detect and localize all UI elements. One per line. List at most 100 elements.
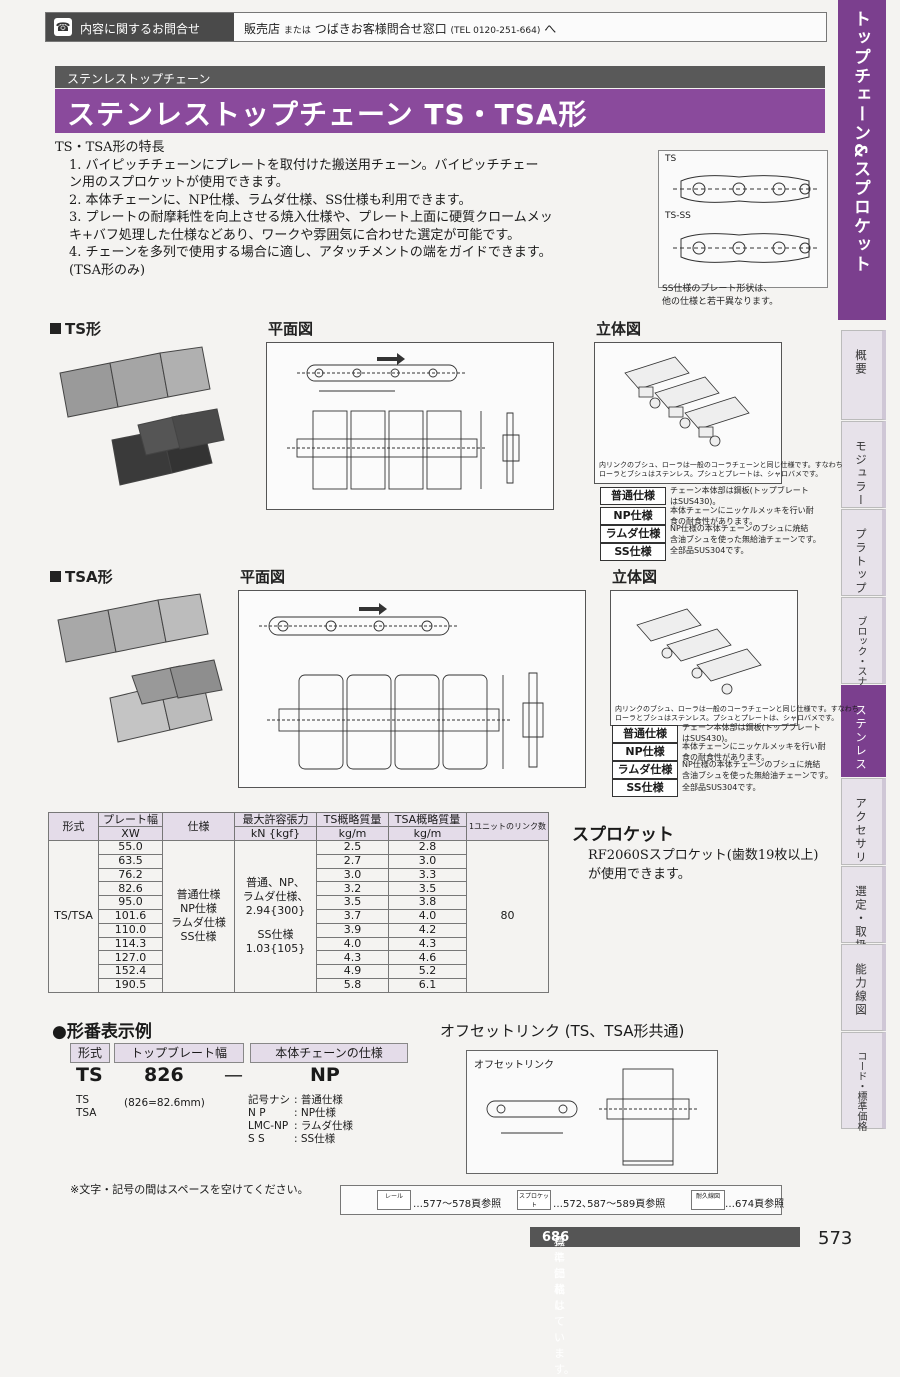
side-tab-platop[interactable]: プラトップ	[841, 509, 886, 596]
td-tsa: 4.0	[388, 908, 467, 924]
designation-val-model: TS	[76, 1064, 103, 1086]
side-tab-label: プラトップ	[854, 528, 868, 596]
td-width: 190.5	[98, 977, 163, 993]
contact-info: 販売店 または つばきお客様問合せ窓口 (TEL 0120-251-664) へ	[244, 20, 556, 37]
ts-spec-lambda: ラムダ仕様	[600, 525, 666, 543]
ref-sprocket[interactable]: …572､587～589頁参照	[553, 1199, 666, 1210]
td-ts: 3.0	[316, 867, 389, 883]
durability-chart-icon: 耐久線図	[691, 1190, 725, 1210]
tsa-product-image	[57, 593, 223, 743]
chain-opt-code: S S	[248, 1133, 265, 1145]
feature-line: 3. プレートの耐摩耗性を向上させる焼入仕様や、プレート上面に硬質クロームメッ	[69, 210, 553, 225]
tsa-iso-caption-line: ローラとブシュはステンレス。プシュとプレートは、シャロバメです。	[615, 714, 839, 722]
side-tab-label: コード・標準価格	[855, 1051, 866, 1131]
ref-icon-label: 耐久線図	[695, 1193, 720, 1200]
td-tsa: 6.1	[388, 977, 467, 993]
spec-desc-line: 本体チェーンにニッケルメッキを行い耐	[682, 742, 826, 751]
price-page-link[interactable]: 686	[542, 1230, 570, 1245]
td-width: 114.3	[98, 936, 163, 952]
td-tsa: 2.8	[388, 840, 467, 855]
designation-model-options: TS TSA	[76, 1094, 96, 1120]
load-line: ラムダ仕様、	[242, 890, 309, 904]
spec-line: NP仕様	[180, 902, 217, 916]
td-width: 152.4	[98, 964, 163, 979]
ref-rail[interactable]: …577～578頁参照	[413, 1199, 502, 1210]
ts-spec-np-desc: 本体チェーンにニッケルメッキを行い耐食の耐食性があります。	[670, 505, 814, 527]
td-ts: 2.7	[316, 853, 389, 869]
td-ts: 3.7	[316, 908, 389, 924]
feature-line: キ+バフ処理した仕様などあり、ワークや雰囲気に合わせた選定が可能です。	[69, 227, 521, 243]
td-tsa: 4.2	[388, 922, 467, 938]
ts-iso-label: 立体図	[596, 320, 642, 338]
tsa-spec-lambda-desc: NP仕様の本体チェーンのブシュに焼結含油ブシュを使った無給油チェーンです。	[682, 759, 833, 781]
td-width: 127.0	[98, 950, 163, 966]
th-width: プレート幅	[98, 812, 163, 827]
tsa-heading: TSA形	[50, 566, 113, 587]
td-ts: 2.5	[316, 840, 389, 855]
chain-opt-desc: : ラムダ仕様	[294, 1120, 354, 1132]
th-tsa-mass-unit: kg/m	[388, 826, 467, 841]
td-width: 95.0	[98, 895, 163, 910]
contact-window: つばきお客様問合せ窓口	[314, 22, 447, 36]
side-tab-selection[interactable]: 選定・取扱	[841, 866, 886, 953]
side-tab-capacity[interactable]: 能力線図	[841, 944, 886, 1031]
phone-icon: ☎	[54, 18, 72, 36]
spec-line: 普通仕様	[176, 888, 221, 902]
tsa-plan-label: 平面図	[240, 568, 286, 586]
plate-label-ts: TS	[665, 154, 677, 164]
td-width: 82.6	[98, 881, 163, 897]
sprocket-icon: スプロケット	[517, 1190, 551, 1210]
td-tsa: 3.0	[388, 853, 467, 869]
td-width: 76.2	[98, 867, 163, 883]
spec-desc-line: チェーン本体部は鋼板(トップブレート	[682, 723, 821, 732]
chain-opt-desc: : 普通仕様	[294, 1094, 343, 1106]
feature-line: (TSA形のみ)	[69, 262, 146, 278]
spec-desc-line: はSUS430)。	[682, 734, 733, 743]
spec-desc-line: 食の耐食性があります。	[682, 753, 770, 762]
spec-desc-line: 全部品SUS304です。	[670, 546, 749, 555]
side-tab-modular[interactable]: モジュラー	[841, 421, 886, 508]
side-tab-accessory[interactable]: アクセサリ	[841, 778, 886, 865]
ts-iso-caption: 内リンクのブシュ、ローラは一般のコーラチェーンと同じ仕様です。すなわち ローラと…	[599, 461, 843, 479]
chain-opt-code: N P	[248, 1107, 266, 1119]
model-option: TS	[76, 1094, 90, 1106]
td-width: 63.5	[98, 853, 163, 869]
section-subtitle: ステンレストップチェーン	[55, 66, 825, 88]
ref-durability[interactable]: …674頁参照	[725, 1199, 785, 1210]
designation-tag-chain: 本体チェーンの仕様	[250, 1043, 408, 1063]
ts-plan-drawing	[266, 342, 554, 510]
side-tab-label: 能力線図	[854, 963, 868, 1017]
contact-tel[interactable]: (TEL 0120-251-664)	[450, 26, 541, 36]
ts-spec-ss-desc: 全部品SUS304です。	[670, 545, 748, 556]
side-tab-main[interactable]: トップチェーン&スプロケット	[838, 0, 886, 320]
side-tab-code-price[interactable]: コード・標準価格	[841, 1032, 886, 1131]
designation-val-chain: NP	[310, 1064, 340, 1086]
th-spec: 仕様	[162, 812, 235, 841]
ts-iso-drawing: 内リンクのブシュ、ローラは一般のコーラチェーンと同じ仕様です。すなわち ローラと…	[594, 342, 843, 484]
ts-spec-lambda-desc: NP仕様の本体チェーンのブシュに焼結含油ブシュを使った無給油チェーンです。	[670, 523, 821, 545]
load-line: 2.94{300}	[245, 904, 306, 918]
side-tab-stainless[interactable]: ステンレス	[841, 685, 886, 777]
side-tab-label: 選定・取扱	[854, 885, 868, 953]
ts-spec-standard: 普通仕様	[600, 487, 666, 505]
td-model: TS/TSA	[48, 840, 99, 993]
spec-line: ラムダ仕様	[171, 916, 226, 930]
side-tab-overview[interactable]: 概要	[841, 330, 886, 420]
ref-icon-label: レール	[384, 1193, 403, 1200]
spec-desc-line: NP仕様の本体チェーンのブシュに焼結	[682, 760, 821, 769]
tsa-spec-ss: SS仕様	[612, 779, 678, 797]
chain-opt-desc: : SS仕様	[294, 1133, 336, 1145]
tsa-iso-caption: 内リンクのブシュ、ローラは一般のコーラチェーンと同じ仕様です。すなわち ローラと…	[615, 705, 859, 723]
ts-iso-caption-line: 内リンクのブシュ、ローラは一般のコーラチェーンと同じ仕様です。すなわち	[599, 461, 843, 469]
spec-line: SS仕様	[180, 930, 217, 944]
ts-iso-caption-line: ローラとブシュはステンレス。プシュとプレートは、シャロバメです。	[599, 470, 823, 478]
reference-box: レール …577～578頁参照 スプロケット …572､587～589頁参照 耐…	[340, 1185, 785, 1215]
td-ts: 3.2	[316, 881, 389, 897]
td-ts: 4.9	[316, 964, 389, 979]
subtitle-text: ステンレストップチェーン	[67, 72, 211, 86]
side-tab-block-snap[interactable]: ブロック・スナップ	[841, 597, 886, 706]
tsa-iso-caption-line: 内リンクのブシュ、ローラは一般のコーラチェーンと同じ仕様です。すなわち	[615, 705, 859, 713]
